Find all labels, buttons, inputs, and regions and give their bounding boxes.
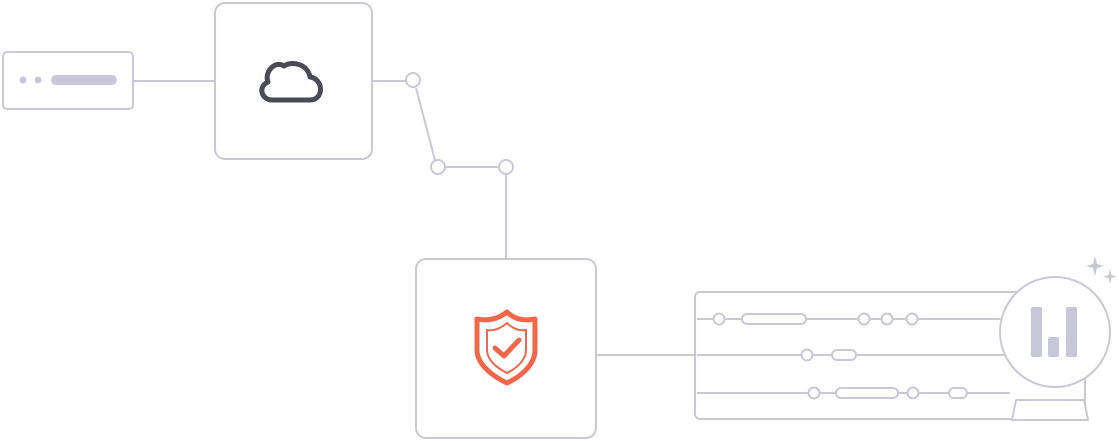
junctions [405, 72, 514, 175]
sparkle-icon [1086, 256, 1117, 284]
row-dot [880, 312, 894, 326]
junction-node [430, 159, 446, 175]
server-node [2, 51, 134, 110]
row-dot [807, 386, 821, 400]
row-dot [800, 348, 814, 362]
shield-inner [486, 321, 527, 375]
cloud-icon [259, 61, 323, 103]
cloud-box [214, 2, 373, 160]
server-icon [19, 75, 117, 85]
row-pill [741, 313, 807, 325]
row-pill [831, 349, 857, 361]
row-dot [857, 312, 871, 326]
analytics-panel [694, 291, 1086, 420]
row-pill [835, 387, 899, 399]
shield-check-icon [474, 309, 538, 386]
bar-chart-icon [1031, 307, 1077, 357]
analytics-monitor [999, 276, 1111, 421]
row-pill [948, 387, 968, 399]
security-box [415, 258, 597, 439]
monitor-base [1011, 399, 1089, 421]
junction-node [498, 159, 514, 175]
cloud-node [214, 2, 373, 160]
checkmark-icon [492, 337, 522, 359]
connectors [133, 80, 695, 356]
connector-diagonal [415, 87, 436, 161]
analytics-rows [697, 312, 1010, 400]
row-dot [906, 386, 920, 400]
security-node [415, 258, 597, 439]
monitor-circle [999, 276, 1111, 388]
junction-node [405, 72, 421, 88]
row-dot [905, 312, 919, 326]
row-dot [712, 312, 726, 326]
